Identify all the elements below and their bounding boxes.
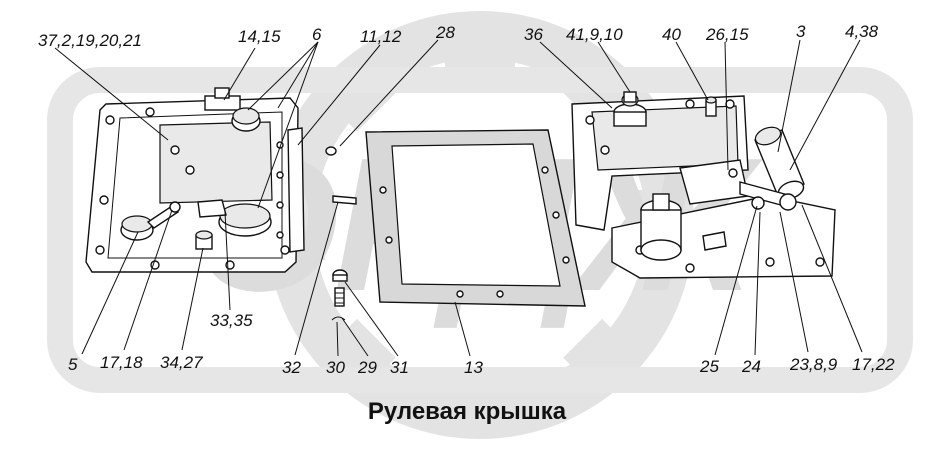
washer-part-28 bbox=[325, 146, 337, 156]
callout-40: 40 bbox=[662, 25, 681, 44]
callout-32: 32 bbox=[282, 358, 301, 377]
right-plate-sector-part-26 bbox=[679, 159, 749, 205]
callout-29: 29 bbox=[357, 358, 377, 377]
gasket-part-13 bbox=[365, 129, 586, 307]
left-plate-lever-part-5 bbox=[120, 201, 181, 241]
callout-5: 5 bbox=[68, 355, 78, 374]
callout-labels: 37,2,19,20,21 14,15 6 11,12 28 36 41,9,1… bbox=[38, 22, 895, 377]
callout-31: 31 bbox=[390, 358, 409, 377]
callout-34-27: 34,27 bbox=[160, 353, 203, 372]
left-cover-plate bbox=[85, 97, 305, 273]
right-plate-lever-part-25 bbox=[739, 181, 797, 211]
callout-26-15: 26,15 bbox=[705, 25, 749, 44]
callout-11-12: 11,12 bbox=[360, 27, 402, 46]
callout-30: 30 bbox=[326, 358, 345, 377]
right-plate-stud-part-40 bbox=[705, 96, 717, 117]
callout-17-22: 17,22 bbox=[852, 355, 895, 374]
callout-6: 6 bbox=[312, 25, 322, 44]
callout-14-15: 14,15 bbox=[238, 27, 281, 46]
nut-part-31 bbox=[332, 269, 348, 282]
callout-36: 36 bbox=[524, 25, 543, 44]
diagram-caption: Рулевая крышка bbox=[367, 398, 567, 425]
callout-25: 25 bbox=[699, 357, 719, 376]
right-plate-boss-part-36 bbox=[613, 91, 647, 127]
clip-part-30 bbox=[331, 316, 346, 321]
left-plate-plug-part-34 bbox=[195, 230, 213, 250]
callout-33-35: 33,35 bbox=[210, 311, 253, 330]
callout-28: 28 bbox=[435, 23, 455, 42]
callout-24: 24 bbox=[741, 357, 761, 376]
callout-13: 13 bbox=[464, 358, 483, 377]
callout-3: 3 bbox=[796, 22, 806, 41]
callout-41-9-10: 41,9,10 bbox=[566, 25, 623, 44]
leader-lines bbox=[54, 39, 863, 357]
left-plate-bracket-part-14 bbox=[204, 87, 241, 111]
right-plate-cylinder-part-24 bbox=[640, 193, 682, 261]
callout-37-2-19-20-21: 37,2,19,20,21 bbox=[38, 31, 142, 50]
left-plate-disc-part-33 bbox=[218, 203, 272, 237]
pin-part-32 bbox=[332, 195, 357, 205]
watermark-band bbox=[47, 67, 913, 393]
spring-part-29 bbox=[334, 287, 345, 307]
callout-4-38: 4,38 bbox=[845, 22, 879, 41]
left-plate-clamp-part-17 bbox=[197, 199, 227, 218]
callout-17-18: 17,18 bbox=[100, 353, 143, 372]
left-plate-cap-part-6 bbox=[231, 107, 261, 132]
callout-23-8-9: 23,8,9 bbox=[789, 355, 838, 374]
